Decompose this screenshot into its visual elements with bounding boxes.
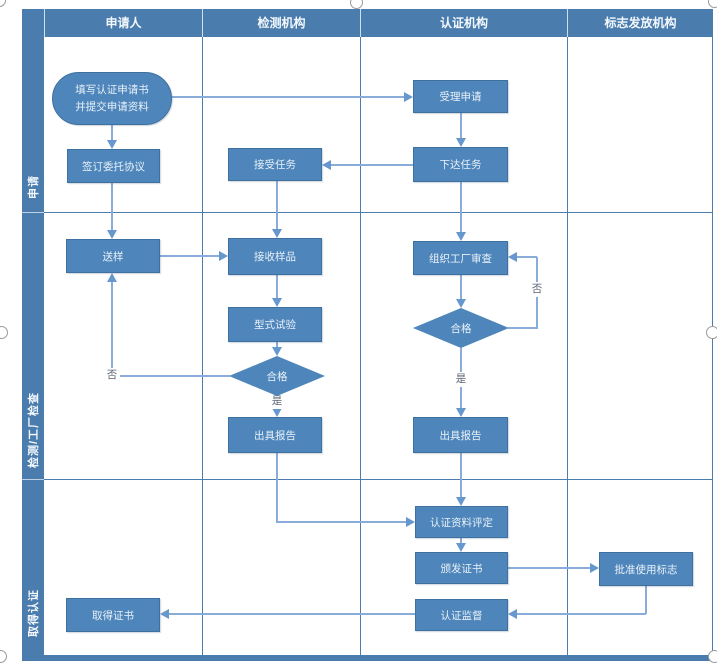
connector-line (517, 613, 646, 615)
node-issue-report-test[interactable]: 出具报告 (228, 417, 322, 453)
connector-line (460, 182, 462, 232)
connector-line (111, 125, 113, 141)
arrowhead-down-icon (272, 408, 282, 417)
arrowhead-right-icon (406, 517, 415, 527)
lane-divider-2 (22, 479, 713, 480)
connector-line (331, 164, 413, 166)
connector-line (276, 521, 406, 523)
selection-handle-right[interactable] (706, 326, 717, 339)
connector-line (460, 275, 462, 299)
arrowhead-down-icon (107, 140, 117, 149)
node-obtain-certificate[interactable]: 取得证书 (66, 598, 160, 632)
connector-line (160, 255, 219, 257)
arrowhead-right-icon (404, 92, 413, 102)
arrowhead-down-icon (456, 138, 466, 147)
node-sign-agreement[interactable]: 签订委托协议 (67, 149, 160, 183)
lane-label-application[interactable]: 申请 (22, 37, 44, 212)
arrowhead-down-icon (456, 408, 466, 417)
lane-label-text: 检测/工厂检查 (28, 391, 40, 469)
arrowhead-down-icon (456, 299, 466, 308)
node-receive-sample[interactable]: 接收样品 (228, 238, 322, 275)
connector-line (460, 538, 462, 543)
connector-line (172, 96, 404, 98)
edge-label-test-no: 否 (104, 368, 120, 383)
column-header-testing-agency[interactable]: 检测机构 (202, 9, 360, 37)
connector-line (508, 327, 538, 329)
selection-handle-top[interactable] (350, 0, 363, 9)
node-factory-review[interactable]: 组织工厂审查 (413, 241, 508, 275)
node-accept-application[interactable]: 受理申请 (413, 80, 508, 113)
arrowhead-left-icon (160, 609, 169, 619)
arrowhead-left-icon (508, 609, 517, 619)
column-divider-3 (567, 37, 568, 656)
node-accept-task[interactable]: 接受任务 (228, 148, 322, 181)
connector-line (276, 453, 278, 522)
node-issue-certificate[interactable]: 颁发证书 (415, 552, 508, 584)
column-divider-2 (360, 37, 361, 656)
edge-label-test-yes: 是 (269, 394, 285, 409)
arrowhead-left-icon (508, 252, 517, 262)
connector-line (460, 113, 462, 138)
arrowhead-right-icon (590, 563, 599, 573)
connector-line (517, 256, 537, 258)
node-assign-task[interactable]: 下达任务 (413, 147, 508, 182)
connector-line (460, 453, 462, 497)
strip-divider-1 (22, 212, 44, 213)
column-divider-1 (202, 37, 203, 656)
column-header-applicant[interactable]: 申请人 (44, 9, 202, 37)
arrowhead-down-icon (272, 229, 282, 238)
selection-handle-top-left[interactable] (0, 0, 6, 7)
strip-divider-2 (22, 479, 44, 480)
connector-line (276, 342, 278, 347)
arrowhead-down-icon (456, 543, 466, 552)
arrowhead-left-icon (322, 160, 331, 170)
node-cert-supervision[interactable]: 认证监督 (415, 599, 508, 631)
table-bottom-border (22, 656, 713, 661)
connector-line (508, 567, 590, 569)
lane-divider-1 (22, 212, 713, 213)
lane-label-strip (22, 9, 44, 656)
node-material-evaluation[interactable]: 认证资料评定 (415, 506, 508, 538)
node-issue-report-cert[interactable]: 出具报告 (413, 417, 508, 453)
arrowhead-down-icon (272, 298, 282, 307)
selection-handle-left[interactable] (0, 326, 8, 339)
node-fill-application[interactable]: 填写认证申请书 并提交申请资料 (52, 72, 172, 125)
edge-label-review-no: 否 (529, 282, 545, 297)
connector-line (112, 375, 230, 377)
selection-handle-bottom-right[interactable] (708, 650, 717, 663)
arrowhead-up-icon (107, 273, 117, 282)
arrowhead-down-icon (272, 347, 282, 356)
connector-line (276, 275, 278, 298)
arrowhead-down-icon (456, 232, 466, 241)
node-approve-mark[interactable]: 批准使用标志 (599, 552, 693, 586)
lane-label-testing-factory-inspection[interactable]: 检测/工厂检查 (22, 212, 44, 479)
lane-label-text: 申请 (28, 175, 40, 199)
connector-line (276, 181, 278, 229)
arrowhead-right-icon (219, 251, 228, 261)
selection-handle-bottom-left[interactable] (0, 650, 7, 663)
connector-line (111, 282, 113, 375)
node-send-sample[interactable]: 送样 (66, 239, 160, 273)
connector-line (169, 613, 415, 615)
column-header-certification-agency[interactable]: 认证机构 (360, 9, 567, 37)
arrowhead-down-icon (456, 497, 466, 506)
selection-handle-top-right[interactable] (708, 0, 717, 8)
arrowhead-down-icon (107, 230, 117, 239)
lane-label-text: 取得认证 (28, 589, 40, 637)
node-type-test[interactable]: 型式试验 (228, 307, 322, 342)
header-row-background (22, 9, 713, 37)
column-header-mark-issuing-agency[interactable]: 标志发放机构 (567, 9, 713, 37)
connector-line (645, 586, 647, 614)
connector-line (111, 183, 113, 230)
lane-label-obtain-certification[interactable]: 取得认证 (22, 479, 44, 656)
edge-label-review-yes: 是 (453, 372, 469, 387)
